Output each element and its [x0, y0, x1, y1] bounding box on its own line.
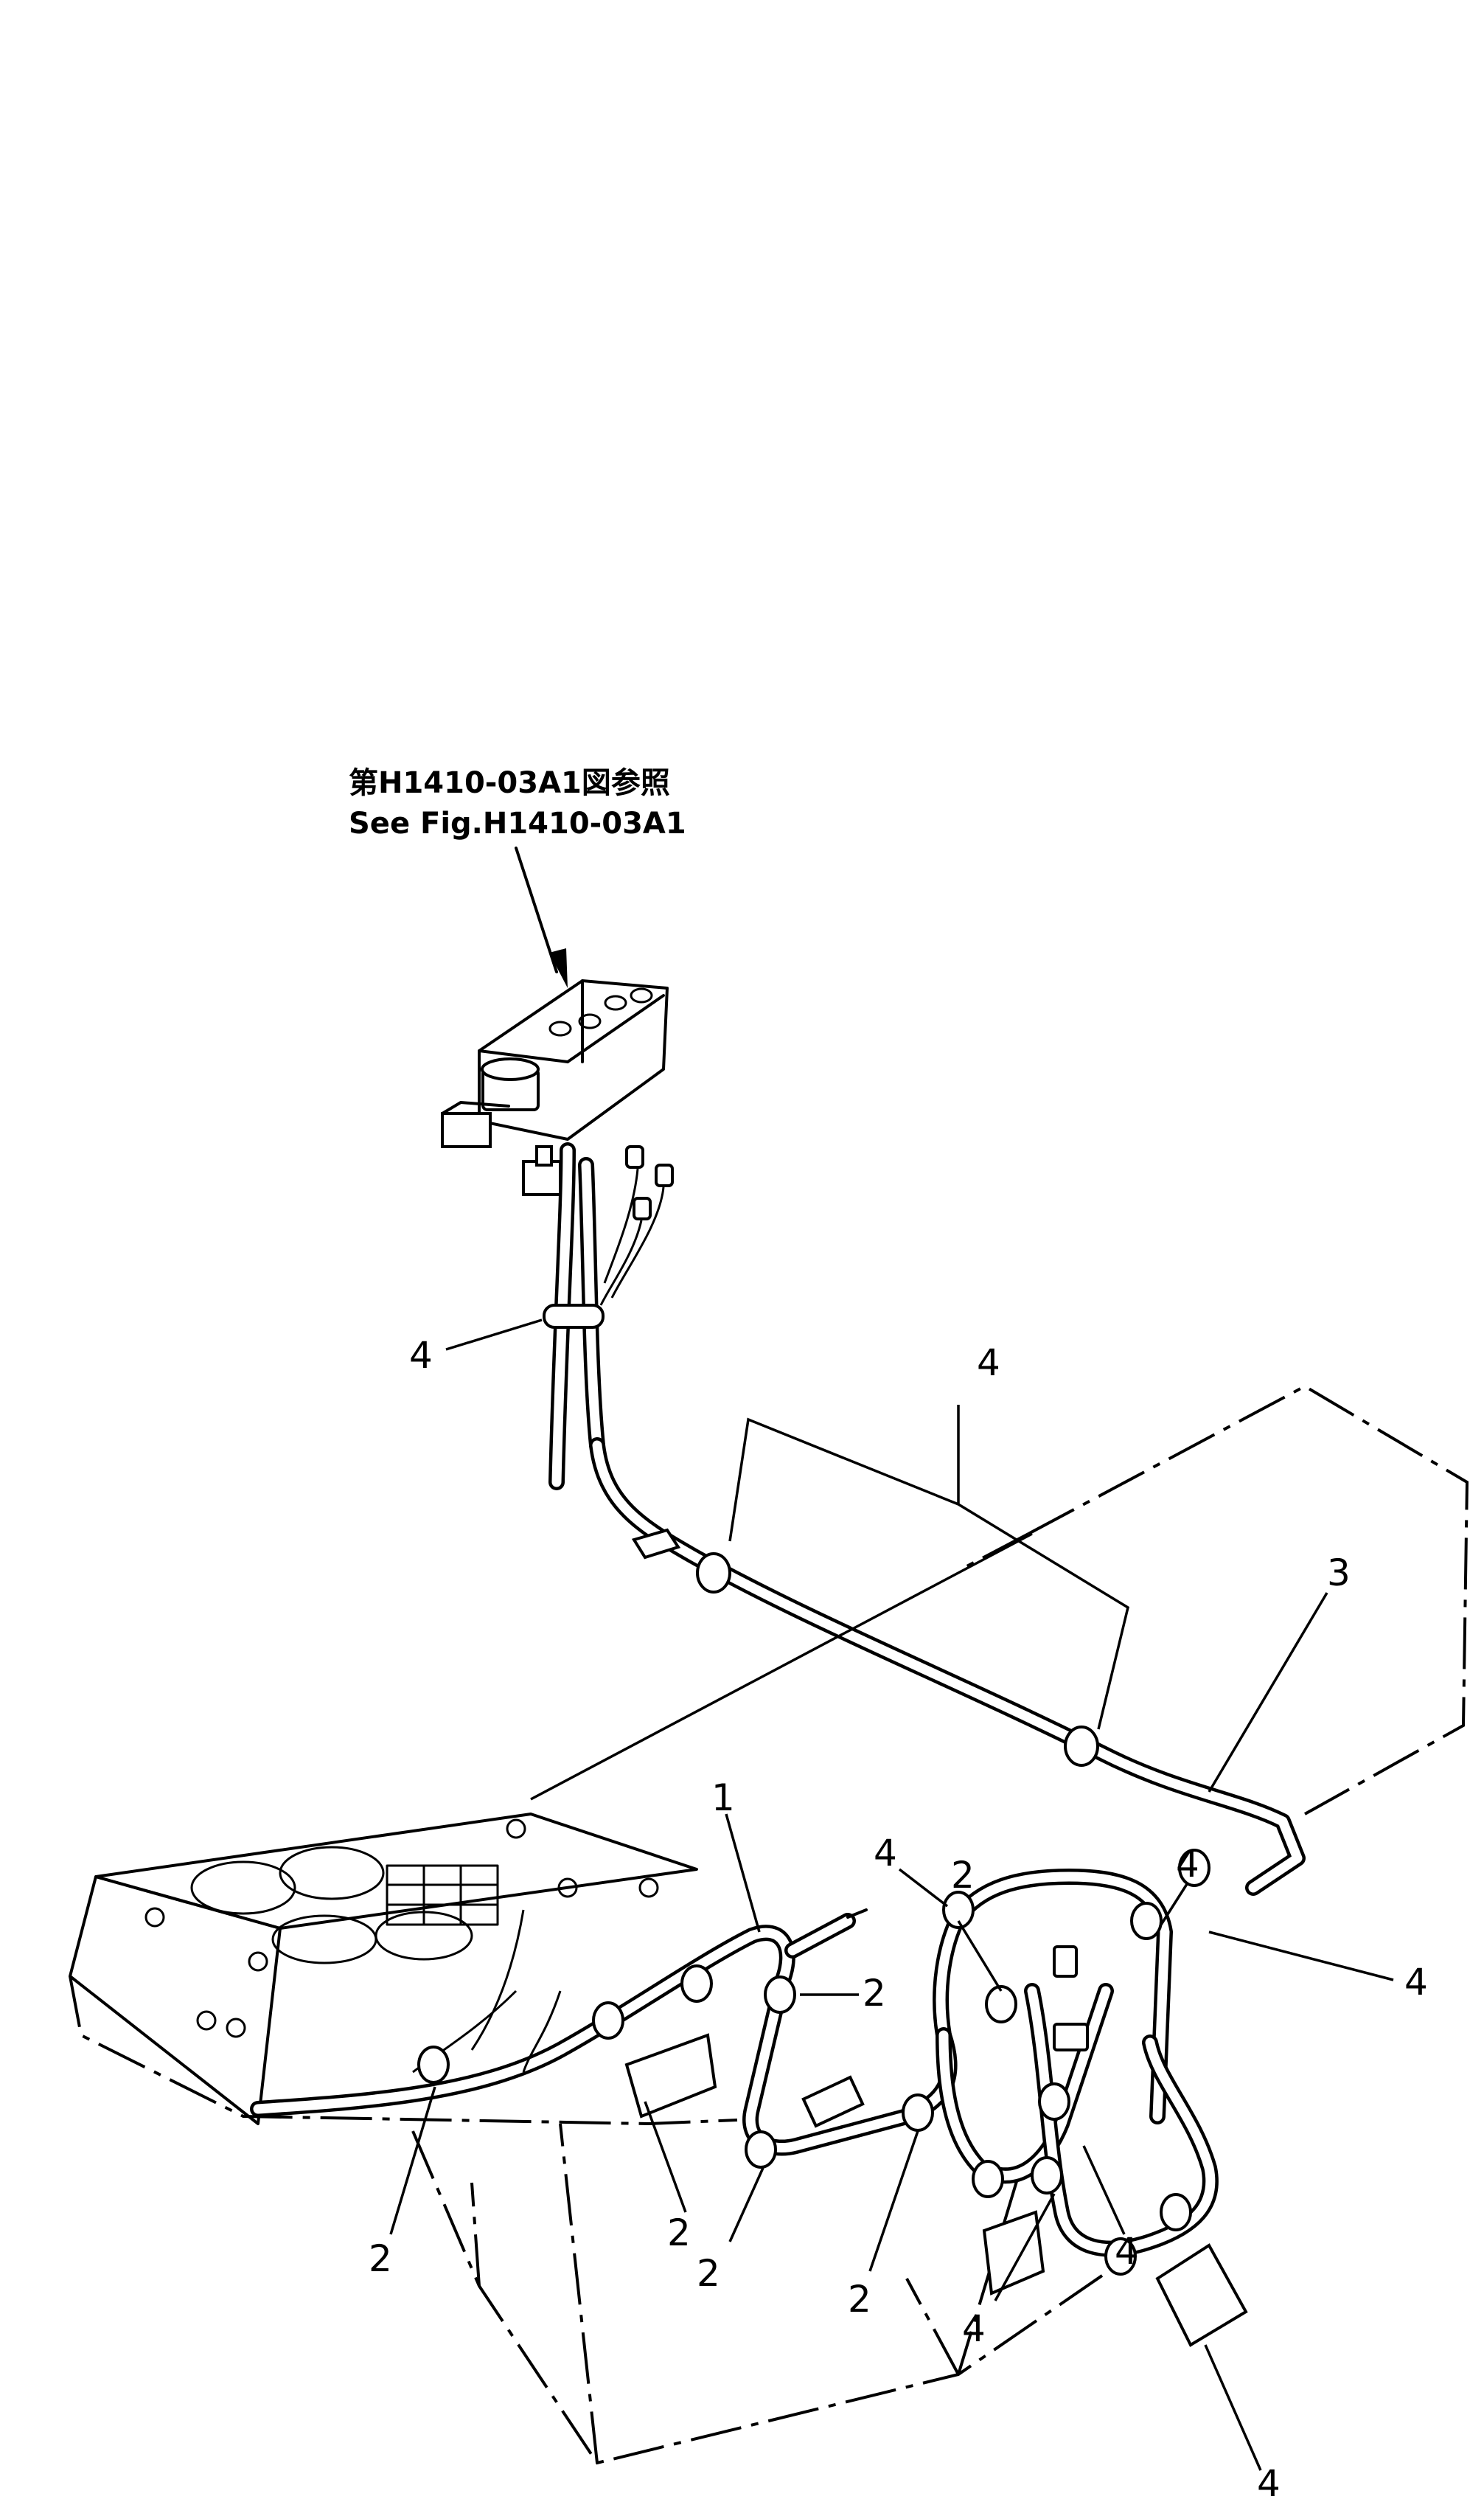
callout-label: 3: [1327, 1551, 1351, 1594]
instrument-panel-console: [69, 1813, 738, 2126]
lower-harness: [250, 1869, 1248, 2347]
callout-label: 4: [1257, 2462, 1281, 2499]
upper-control-block: [441, 979, 674, 1220]
reference-arrow: [515, 847, 568, 988]
reference-label-en: See Fig.H1410-03A1: [349, 807, 686, 841]
callout-label: 4: [874, 1832, 897, 1874]
frame-outline-lower: [411, 1532, 1196, 2465]
callout-label: 2: [951, 1854, 975, 1897]
callout-label: 2: [848, 2278, 871, 2321]
callout-label: 4: [1115, 2230, 1138, 2273]
callout-label: 1: [711, 1776, 735, 1819]
reference-label-jp: 第H1410-03A1図参照: [349, 766, 670, 800]
upper-wire-bundle: [543, 1142, 665, 1490]
callout-label: 2: [369, 2237, 392, 2280]
callout-label: 4: [1404, 1961, 1428, 2004]
callout-label: 4: [962, 2307, 986, 2350]
callout-label: 2: [863, 1972, 886, 2015]
bracket-callout-upper: [728, 1417, 1130, 1730]
callout-label: 4: [977, 1341, 1000, 1384]
callout-leaders: [389, 1318, 1394, 2471]
callout-label: 4: [1176, 1843, 1199, 1886]
callout-label: 4: [409, 1334, 433, 1377]
callout-label: 2: [667, 2211, 691, 2254]
frame-outline-upper: [958, 1384, 1469, 1815]
main-harness: [589, 1437, 1306, 1896]
callout-label: 2: [697, 2252, 720, 2295]
